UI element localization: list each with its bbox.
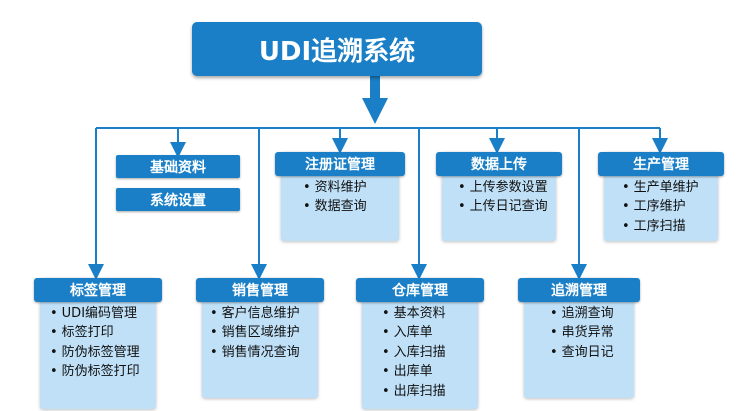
module-item: •资料维护 [303, 178, 399, 197]
module-item: •入库单 [382, 323, 478, 342]
module-item-label: 防伪标签管理 [61, 344, 140, 360]
bullet-icon: • [50, 344, 58, 360]
module-header: 标签管理 [34, 278, 162, 302]
module-item: •出库扫描 [382, 382, 478, 401]
module-header: 注册证管理 [275, 152, 405, 176]
bullet-icon: • [458, 180, 466, 195]
module-item: •入库扫描 [382, 343, 478, 362]
bullet-icon: • [382, 383, 390, 399]
module-item: •防伪标签管理 [50, 343, 156, 362]
module-item-label: 工序维护 [633, 199, 686, 215]
module-item: •销售情况查询 [210, 343, 318, 362]
bullet-icon: • [622, 218, 630, 234]
module-biaoqian: 标签管理•UDI编码管理•标签打印•防伪标签管理•防伪标签打印 [34, 278, 162, 409]
module-item-list: •追溯查询•串货异常•查询日记 [524, 304, 634, 362]
module-xiaoshou: 销售管理•客户信息维护•销售区域维护•销售情况查询 [196, 278, 324, 398]
bullet-icon: • [458, 199, 466, 215]
bullet-icon: • [382, 325, 390, 341]
module-item-label: 生产单维护 [633, 180, 699, 195]
module-shengchan: 生产管理•生产单维护•工序维护•工序扫描 [598, 152, 724, 241]
module-cangku: 仓库管理•基本资料•入库单•入库扫描•出库单•出库扫描 [356, 278, 484, 409]
module-item: •上传日记查询 [458, 197, 556, 216]
module-item-label: 销售情况查询 [221, 344, 300, 360]
bullet-icon: • [382, 344, 390, 360]
module-item-label: 上传日记查询 [469, 199, 548, 215]
module-item-label: 出库扫描 [393, 383, 446, 399]
bullet-icon: • [50, 364, 58, 380]
module-item-label: 入库单 [393, 325, 433, 341]
module-item-label: 销售区域维护 [221, 325, 300, 341]
bullet-icon: • [550, 306, 558, 321]
node-xitong-shezhi: 系统设置 [116, 188, 240, 211]
module-item-label: 防伪标签打印 [61, 364, 140, 380]
module-item-label: 入库扫描 [393, 344, 446, 360]
module-item-label: 查询日记 [561, 344, 614, 360]
module-item: •生产单维护 [622, 178, 718, 197]
bullet-icon: • [550, 344, 558, 360]
main-arrow-head [362, 98, 388, 124]
module-item-label: UDI编码管理 [61, 306, 138, 321]
module-item-label: 数据查询 [314, 199, 367, 215]
module-item: •工序扫描 [622, 217, 718, 236]
module-shuju: 数据上传•上传参数设置•上传日记查询 [436, 152, 562, 241]
module-item-list: •生产单维护•工序维护•工序扫描 [604, 178, 718, 236]
module-item-label: 上传参数设置 [469, 180, 548, 195]
module-item: •追溯查询 [550, 304, 634, 323]
module-item-list: •客户信息维护•销售区域维护•销售情况查询 [202, 304, 318, 362]
module-item-label: 客户信息维护 [221, 306, 300, 321]
module-item-label: 出库单 [393, 364, 433, 380]
module-item-label: 标签打印 [61, 325, 114, 341]
module-item-list: •基本资料•入库单•入库扫描•出库单•出库扫描 [362, 304, 478, 401]
module-item: •销售区域维护 [210, 323, 318, 342]
module-header: 销售管理 [196, 278, 324, 302]
node-jichu-ziliao: 基础资料 [116, 155, 240, 178]
module-item: •基本资料 [382, 304, 478, 323]
module-item-label: 基本资料 [393, 306, 446, 321]
module-item: •工序维护 [622, 197, 718, 216]
module-item-label: 串货异常 [561, 325, 614, 341]
module-header: 仓库管理 [356, 278, 484, 302]
module-header: 生产管理 [598, 152, 724, 176]
module-zhuce: 注册证管理•资料维护•数据查询 [275, 152, 405, 241]
module-item: •防伪标签打印 [50, 362, 156, 381]
bullet-icon: • [50, 325, 58, 341]
bullet-icon: • [210, 325, 218, 341]
bullet-icon: • [210, 344, 218, 360]
bullet-icon: • [622, 199, 630, 215]
module-item: •标签打印 [50, 323, 156, 342]
module-item-list: •UDI编码管理•标签打印•防伪标签管理•防伪标签打印 [40, 304, 156, 382]
module-item-label: 资料维护 [314, 180, 367, 195]
module-header: 追溯管理 [518, 278, 640, 302]
module-zhuisu: 追溯管理•追溯查询•串货异常•查询日记 [518, 278, 640, 398]
module-header: 数据上传 [436, 152, 562, 176]
module-item-list: •上传参数设置•上传日记查询 [442, 178, 556, 217]
system-title: UDI追溯系统 [192, 22, 482, 76]
module-item: •客户信息维护 [210, 304, 318, 323]
bullet-icon: • [303, 180, 311, 195]
bullet-icon: • [550, 325, 558, 341]
module-item: •查询日记 [550, 343, 634, 362]
bullet-icon: • [50, 306, 58, 321]
bullet-icon: • [382, 364, 390, 380]
module-item: •上传参数设置 [458, 178, 556, 197]
module-item: •串货异常 [550, 323, 634, 342]
bullet-icon: • [303, 199, 311, 215]
bullet-icon: • [382, 306, 390, 321]
module-item: •UDI编码管理 [50, 304, 156, 323]
module-item-label: 追溯查询 [561, 306, 614, 321]
bullet-icon: • [622, 180, 630, 195]
module-item-label: 工序扫描 [633, 218, 686, 234]
module-item: •出库单 [382, 362, 478, 381]
module-item: •数据查询 [303, 197, 399, 216]
bullet-icon: • [210, 306, 218, 321]
module-item-list: •资料维护•数据查询 [281, 178, 399, 217]
